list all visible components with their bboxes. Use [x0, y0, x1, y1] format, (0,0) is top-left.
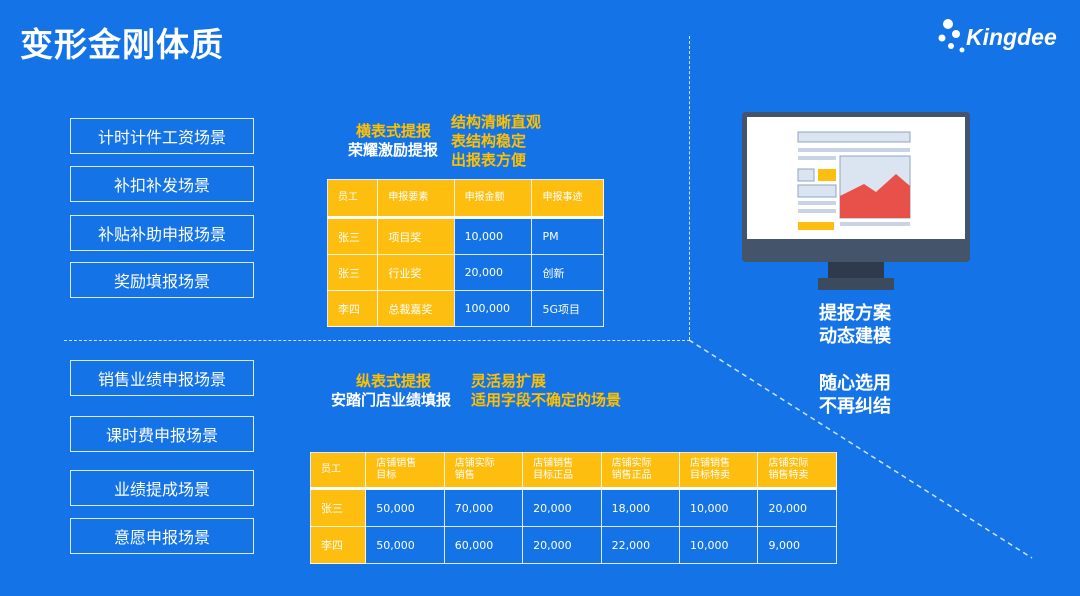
- table-cell: 10,000: [679, 526, 759, 564]
- table-cell: 项目奖: [377, 217, 455, 255]
- section1-feature-3: 出报表方便: [451, 151, 527, 169]
- table-header: 店铺销售 目标: [365, 452, 445, 490]
- table-header: 申报要素: [377, 179, 455, 219]
- table-header: 店铺实际 销售正品: [600, 452, 681, 490]
- scene-course-fee[interactable]: 课时费申报场景: [70, 416, 254, 452]
- monitor-illustration: [742, 112, 970, 290]
- table-cell: 20,000: [522, 526, 602, 564]
- table-cell: 总裁嘉奖: [377, 290, 455, 327]
- table-header: 店铺实际 销售: [443, 452, 524, 490]
- table-cell: 50,000: [365, 488, 445, 527]
- section2-mode: 纵表式提报: [356, 372, 432, 390]
- table-header: 员工: [326, 179, 379, 219]
- table-cell: 22,000: [600, 526, 681, 564]
- logo-dots-icon: [938, 19, 965, 53]
- table-cell: 10,000: [453, 217, 533, 255]
- scene-subsidy-report[interactable]: 补贴补助申报场景: [70, 215, 254, 251]
- section1-feature-1: 结构清晰直观: [451, 113, 542, 131]
- table-cell: 20,000: [757, 488, 837, 527]
- right-text-1: 提报方案: [819, 303, 891, 324]
- page-title: 变形金刚体质: [20, 25, 224, 64]
- table-cell: 创新: [531, 254, 604, 291]
- section1-feature-2: 表结构稳定: [451, 132, 527, 150]
- horizontal-divider: [64, 340, 690, 341]
- table-header: 店铺实际 销售特卖: [757, 452, 837, 490]
- table-cell: 18,000: [600, 488, 681, 527]
- table-header: 店铺销售 目标特卖: [679, 452, 759, 490]
- table-cell: 9,000: [757, 526, 837, 564]
- table-cell: 60,000: [443, 526, 524, 564]
- horizontal-report-table: 员工 申报要素 申报金额 申报事迹 张三 项目奖 10,000 PM 张三 行业…: [326, 179, 604, 327]
- table-cell: 5G项目: [531, 290, 604, 327]
- section2-feature-1: 灵活易扩展: [471, 372, 547, 390]
- table-cell: PM: [531, 217, 604, 255]
- table-cell: 张三: [326, 254, 379, 291]
- table-cell: 10,000: [679, 488, 759, 527]
- section1-example: 荣耀激励提报: [348, 141, 439, 159]
- diagonal-divider: [689, 340, 1033, 559]
- logo-text: Kingdee: [966, 24, 1057, 50]
- scene-timepiece-wage[interactable]: 计时计件工资场景: [70, 118, 254, 154]
- table-cell: 李四: [309, 526, 367, 564]
- right-text-3: 随心选用: [819, 373, 891, 394]
- scene-sales-performance[interactable]: 销售业绩申报场景: [70, 360, 254, 396]
- right-text-2: 动态建模: [819, 326, 891, 347]
- table-header: 店铺销售 目标正品: [522, 452, 602, 490]
- kingdee-logo: Kingdee: [936, 18, 1066, 62]
- table-cell: 张三: [326, 217, 379, 255]
- scene-performance-commission[interactable]: 业绩提成场景: [70, 470, 254, 506]
- vertical-report-table: 员工 店铺销售 目标 店铺实际 销售 店铺销售 目标正品 店铺实际 销售正品 店…: [309, 452, 837, 564]
- scene-reward-report[interactable]: 奖励填报场景: [70, 262, 254, 298]
- table-cell: 100,000: [453, 290, 533, 327]
- scene-intention-report[interactable]: 意愿申报场景: [70, 518, 254, 554]
- table-cell: 李四: [326, 290, 379, 327]
- scene-deduction-reissue[interactable]: 补扣补发场景: [70, 166, 254, 202]
- table-cell: 行业奖: [377, 254, 455, 291]
- vertical-divider: [689, 36, 690, 340]
- section2-example: 安踏门店业绩填报: [331, 391, 452, 409]
- section2-feature-2: 适用字段不确定的场景: [471, 391, 622, 409]
- table-cell: 张三: [309, 488, 367, 527]
- table-header: 员工: [309, 452, 367, 490]
- table-cell: 20,000: [453, 254, 533, 291]
- table-header: 申报事迹: [531, 179, 604, 219]
- table-cell: 70,000: [443, 488, 524, 527]
- section1-mode: 横表式提报: [356, 122, 432, 140]
- table-cell: 50,000: [365, 526, 445, 564]
- table-cell: 20,000: [522, 488, 602, 527]
- right-text-4: 不再纠结: [819, 396, 891, 417]
- table-header: 申报金额: [453, 179, 533, 219]
